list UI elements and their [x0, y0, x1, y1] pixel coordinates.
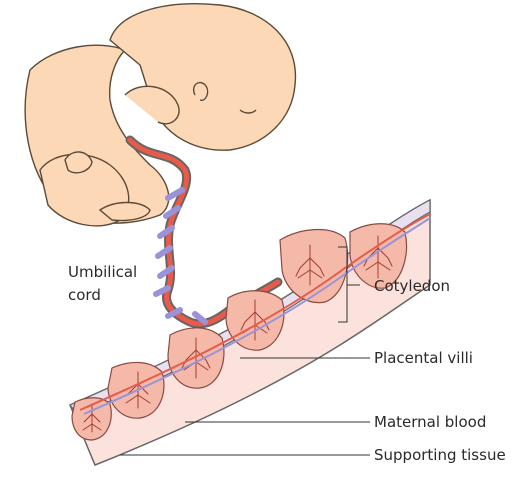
fetus-head — [110, 4, 295, 150]
placental-villi-label: Placental villi — [374, 348, 473, 368]
umbilical-cord-label-line1: Umbilical — [68, 262, 137, 282]
fetus — [25, 4, 295, 226]
fetus-hand — [65, 152, 92, 173]
umbilical-cord-label-line2: cord — [68, 285, 101, 305]
maternal-blood-label: Maternal blood — [374, 412, 486, 432]
cotyledon-label: Cotyledon — [374, 276, 450, 296]
cotyledon-pool — [280, 230, 348, 303]
supporting-tissue-label: Supporting tissue — [374, 445, 506, 465]
